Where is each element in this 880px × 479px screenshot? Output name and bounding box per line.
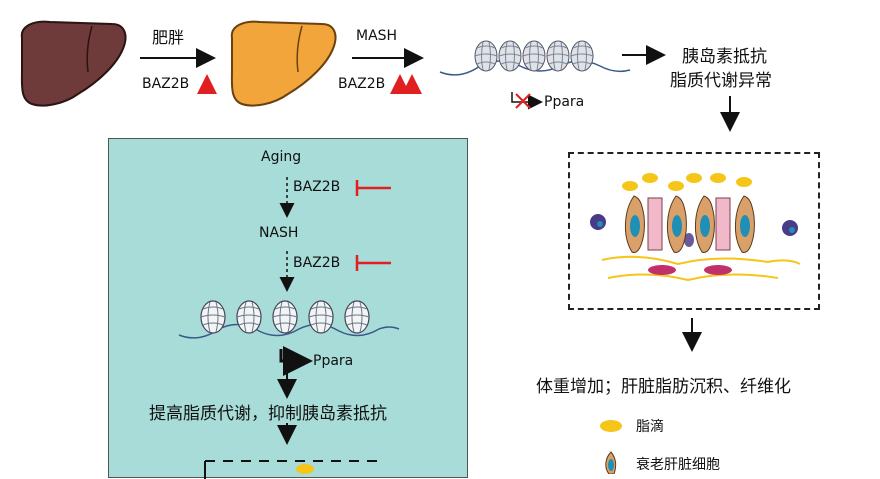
arrow2-gene-label: BAZ2B [338, 76, 386, 92]
blocked-transcription-icon [511, 92, 543, 110]
immune-cell-icon [782, 220, 798, 236]
normal-liver-icon [20, 20, 127, 107]
legend-lipid-icon [600, 420, 622, 432]
baz2b-label-1: BAZ2B [293, 179, 341, 195]
fatty-liver-icon [230, 20, 337, 107]
liver-tissue-box [568, 152, 820, 310]
chromatin-open-icon [178, 300, 400, 339]
outcome-line2: 脂质代谢异常 [670, 71, 772, 91]
diagram-top-graphics [20, 20, 740, 132]
panel-result-label: 提高脂质代谢，抑制胰岛素抵抗 [149, 404, 387, 424]
intervention-panel: Aging BAZ2B NASH BAZ2B Ppara 提高脂质代谢，抑制胰岛… [108, 138, 468, 479]
senescent-hepatocyte-icon [695, 195, 715, 253]
baz2b-label-2: BAZ2B [293, 255, 341, 271]
chromatin-icon [439, 40, 631, 76]
immune-cell-icon [590, 214, 606, 230]
aging-label: Aging [261, 149, 302, 165]
outcome-line1: 胰岛素抵抗 [682, 47, 767, 67]
legend-lipid-label: 脂滴 [636, 419, 664, 435]
ppara-active-label: Ppara [313, 353, 354, 369]
legend-senescent-label: 衰老肝脏细胞 [636, 457, 720, 473]
tissue-graphics [590, 173, 801, 352]
right-result-label: 体重增加；肝脏脂肪沉积、纤维化 [536, 377, 791, 397]
arrow1-label: 肥胖 [152, 28, 185, 47]
inhibit-icon [355, 180, 391, 196]
arrow2-label: MASH [356, 28, 398, 44]
fibrosis-icon [601, 255, 801, 282]
senescent-hepatocyte-icon [625, 195, 645, 253]
panel-graphics [178, 177, 400, 479]
active-transcription-icon [279, 346, 313, 376]
senescent-hepatocyte-icon [667, 195, 687, 253]
nash-label: NASH [259, 225, 299, 241]
senescent-hepatocyte-icon [735, 195, 755, 253]
arrow1-gene-label: BAZ2B [142, 76, 190, 92]
lipid-droplets [622, 173, 752, 191]
ppara-blocked-label: Ppara [544, 94, 585, 110]
inhibit-icon [355, 255, 391, 271]
lipid-droplet-icon [296, 464, 314, 474]
legend-senescent-icon [605, 451, 617, 474]
